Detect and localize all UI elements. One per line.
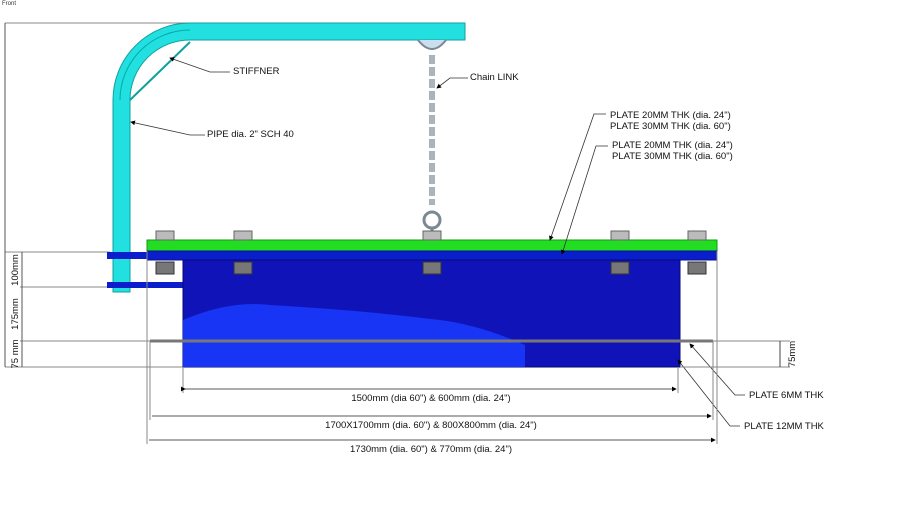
pipe: [112, 22, 466, 293]
label-second-plate-1: PLATE 20MM THK (dia. 24"): [612, 140, 733, 151]
stiffener: [129, 41, 191, 101]
pipe-bracket-lower: [107, 282, 183, 288]
label-chain-link: Chain LINK: [470, 72, 519, 83]
label-plate-12mm: PLATE 12MM THK: [744, 421, 825, 432]
left-dimensions: [4, 22, 190, 368]
bolts: [155, 230, 707, 275]
dim-100mm: 100mm: [10, 254, 21, 286]
top-plate-green: [146, 239, 718, 252]
label-top-plate-1: PLATE 20MM THK (dia. 24"): [610, 110, 731, 121]
dim-width-2: 1700X1700mm (dia. 60") & 800X800mm (dia.…: [325, 420, 537, 431]
dim-width-1: 1500mm (dia 60") & 600mm (dia. 24"): [351, 393, 510, 404]
label-stiffner: STIFFNER: [233, 66, 280, 77]
dim-75mm-right: 75mm: [787, 341, 798, 367]
chain-link: [417, 39, 447, 240]
label-second-plate-2: PLATE 30MM THK (dia. 60"): [612, 151, 733, 162]
pipe-bracket-upper: [107, 252, 147, 259]
view-label: Front: [2, 1, 17, 7]
box-highlight: [183, 304, 525, 367]
dim-75mm-left: 75 mm: [10, 339, 21, 368]
label-plate-6mm: PLATE 6MM THK: [749, 390, 824, 401]
dim-175mm: 175mm: [10, 298, 21, 330]
label-pipe: PIPE dia. 2" SCH 40: [207, 129, 294, 140]
label-top-plate-2: PLATE 30MM THK (dia. 60"): [610, 121, 731, 132]
dim-width-3: 1730mm (dia. 60") & 770mm (dia. 24"): [350, 444, 512, 455]
second-plate-blue: [146, 250, 718, 261]
